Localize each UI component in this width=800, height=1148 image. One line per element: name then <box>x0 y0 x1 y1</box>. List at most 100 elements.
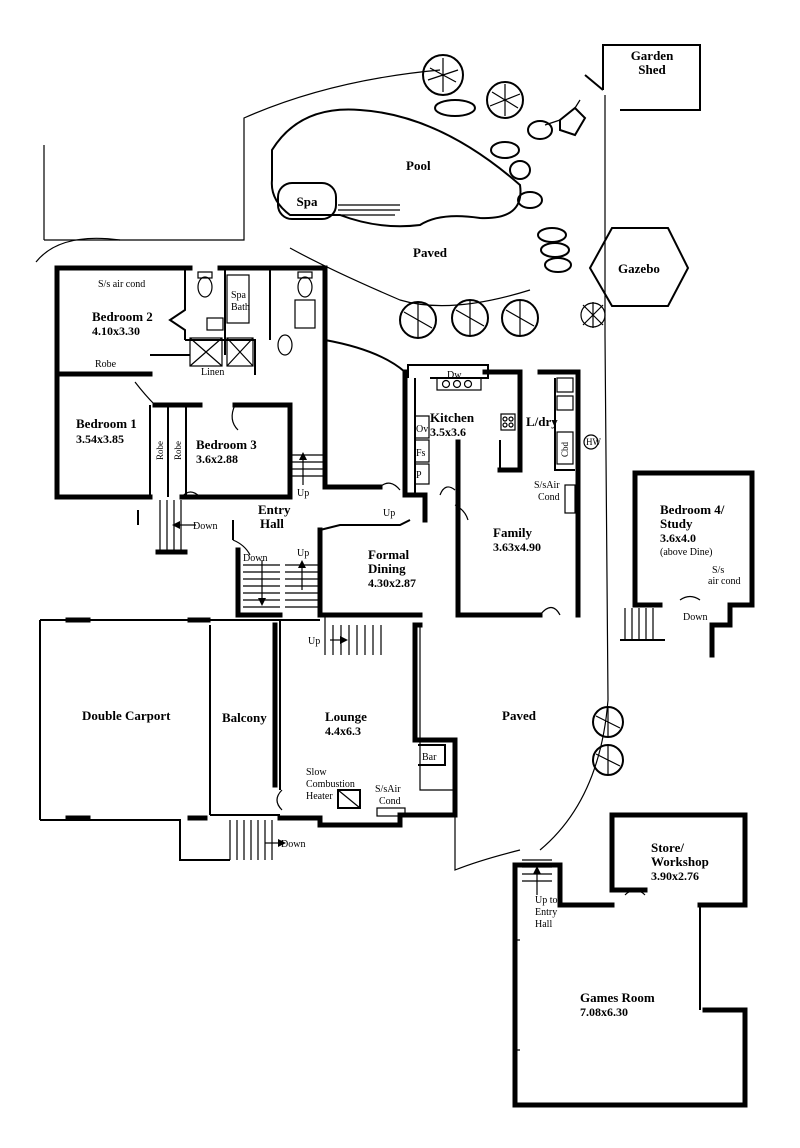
hot-water-unit <box>583 434 599 450</box>
oven-label: Ov <box>416 424 428 435</box>
tree-icon <box>486 81 524 119</box>
stairs-icon <box>324 625 382 655</box>
games-room-dims: 7.08x6.30 <box>580 1005 628 1019</box>
garden-shed-label: Garden <box>631 48 674 63</box>
lounge-dims: 4.4x6.3 <box>325 724 361 738</box>
room-labels: S/s air cond Bedroom 2 4.10x3.30 Spa Bat… <box>76 279 741 1019</box>
balcony-label: Balcony <box>222 710 267 725</box>
toilet-icon <box>197 271 213 298</box>
stairs-icon <box>620 608 665 641</box>
hall-up-label: Up <box>297 488 309 499</box>
garden-shed-label-2: Shed <box>638 62 666 77</box>
family-dims: 3.63x4.90 <box>493 540 541 554</box>
kitchen-label: Kitchen <box>430 410 475 425</box>
aircon-unit <box>564 484 576 514</box>
robe-bed2-label: Robe <box>95 359 117 370</box>
stairs-icon <box>229 820 286 860</box>
gazebo: Gazebo <box>588 227 690 307</box>
house-walls <box>54 265 755 658</box>
heater-unit <box>337 789 361 809</box>
laundry-label: L/dry <box>526 414 558 429</box>
lounge-aircon <box>376 807 406 817</box>
hot-water-label: HW <box>586 437 601 447</box>
robe-a-label: Robe <box>155 441 165 460</box>
pool: Pool Spa <box>270 108 522 228</box>
formal-dining-dims: 4.30x2.87 <box>368 576 416 590</box>
lounge-aircon-label-2: Cond <box>379 796 401 807</box>
entry-hall-label: Entry <box>258 502 291 517</box>
cupboard-label: Cbd <box>560 441 570 457</box>
garden-shed: Garden Shed <box>584 44 701 111</box>
linen-label: Linen <box>201 367 224 378</box>
balcony-down-label: Down <box>281 839 305 850</box>
entry-hall-label-2: Hall <box>260 516 284 531</box>
bed2-aircon-label: S/s air cond <box>98 279 145 290</box>
bed4-down-label: Down <box>683 612 707 623</box>
formal-dining-label-2: Dining <box>368 561 406 576</box>
pool-label: Pool <box>406 158 431 173</box>
bedroom3-dims: 3.6x2.88 <box>196 452 238 466</box>
spa-bath-label: Spa <box>231 290 247 301</box>
bedroom3-label: Bedroom 3 <box>196 437 257 452</box>
shower-icon <box>189 337 223 367</box>
store-dims: 3.90x2.76 <box>651 869 699 883</box>
tree-icon <box>399 301 437 339</box>
bedroom1-dims: 3.54x3.85 <box>76 432 124 446</box>
toilet-icon <box>277 334 293 356</box>
lower-level-walls <box>39 615 458 861</box>
up-to-entry-label: Up to <box>535 895 558 906</box>
robe-b-label: Robe <box>173 441 183 460</box>
bedroom2-label: Bedroom 2 <box>92 309 153 324</box>
store-label: Store/ <box>651 840 684 855</box>
spa-pool <box>277 182 337 220</box>
bar-label: Bar <box>422 752 437 763</box>
lounge-up-label: Up <box>308 636 320 647</box>
bedroom2-dims: 4.10x3.30 <box>92 324 140 338</box>
heater-label-3: Heater <box>306 791 333 802</box>
store-label-2: Workshop <box>651 854 709 869</box>
spa-bath-label-2: Bath <box>231 302 250 313</box>
tree-icon <box>422 54 464 96</box>
gazebo-label: Gazebo <box>618 261 660 276</box>
lounge-label: Lounge <box>325 709 367 724</box>
site-boundary <box>35 69 609 871</box>
double-carport-label: Double Carport <box>82 708 171 723</box>
bed4-aircon-label-2: air cond <box>708 576 741 587</box>
tree-icon <box>451 299 489 337</box>
sink-icon <box>206 317 224 331</box>
stairs-icon <box>290 452 325 485</box>
family-aircon-label: S/sAir <box>534 480 560 491</box>
bedroom4-label: Bedroom 4/ <box>660 502 725 517</box>
bed4-aircon-label: S/s <box>712 565 724 576</box>
bedroom4-label-2: Study <box>660 516 693 531</box>
pantry-label: P <box>416 470 422 481</box>
tree-icon <box>501 299 539 337</box>
hall-up-label-2: Up <box>297 548 309 559</box>
tree-icon <box>592 706 624 738</box>
family-aircon-label-2: Cond <box>538 492 560 503</box>
spa-bath <box>226 274 250 324</box>
shrub-icon <box>544 99 587 137</box>
tree-icon <box>592 744 624 776</box>
paved-mid-label: Paved <box>502 708 537 723</box>
paved-area-top: Paved <box>289 245 531 307</box>
games-room-walls <box>512 812 748 1108</box>
dining-wall-detail <box>319 519 411 531</box>
shrub-icon <box>580 302 606 328</box>
up-to-entry-label-2: Entry <box>535 907 557 918</box>
heater-label: Slow <box>306 767 327 778</box>
dining-up-label: Up <box>383 508 395 519</box>
lounge-aircon-label: S/sAir <box>375 784 401 795</box>
bedroom4-note: (above Dine) <box>660 547 712 558</box>
up-to-entry-label-3: Hall <box>535 919 552 930</box>
left-down-label: Down <box>193 521 217 532</box>
stepping-stones <box>434 99 572 273</box>
paved-top-label: Paved <box>413 245 448 260</box>
bedroom1-label: Bedroom 1 <box>76 416 137 431</box>
hall-down-label: Down <box>243 553 267 564</box>
toilet-icon <box>297 271 313 298</box>
door-swing-icon <box>134 381 701 896</box>
freestanding-label: Fs <box>416 448 426 459</box>
bedroom4-dims: 3.6x4.0 <box>660 531 696 545</box>
